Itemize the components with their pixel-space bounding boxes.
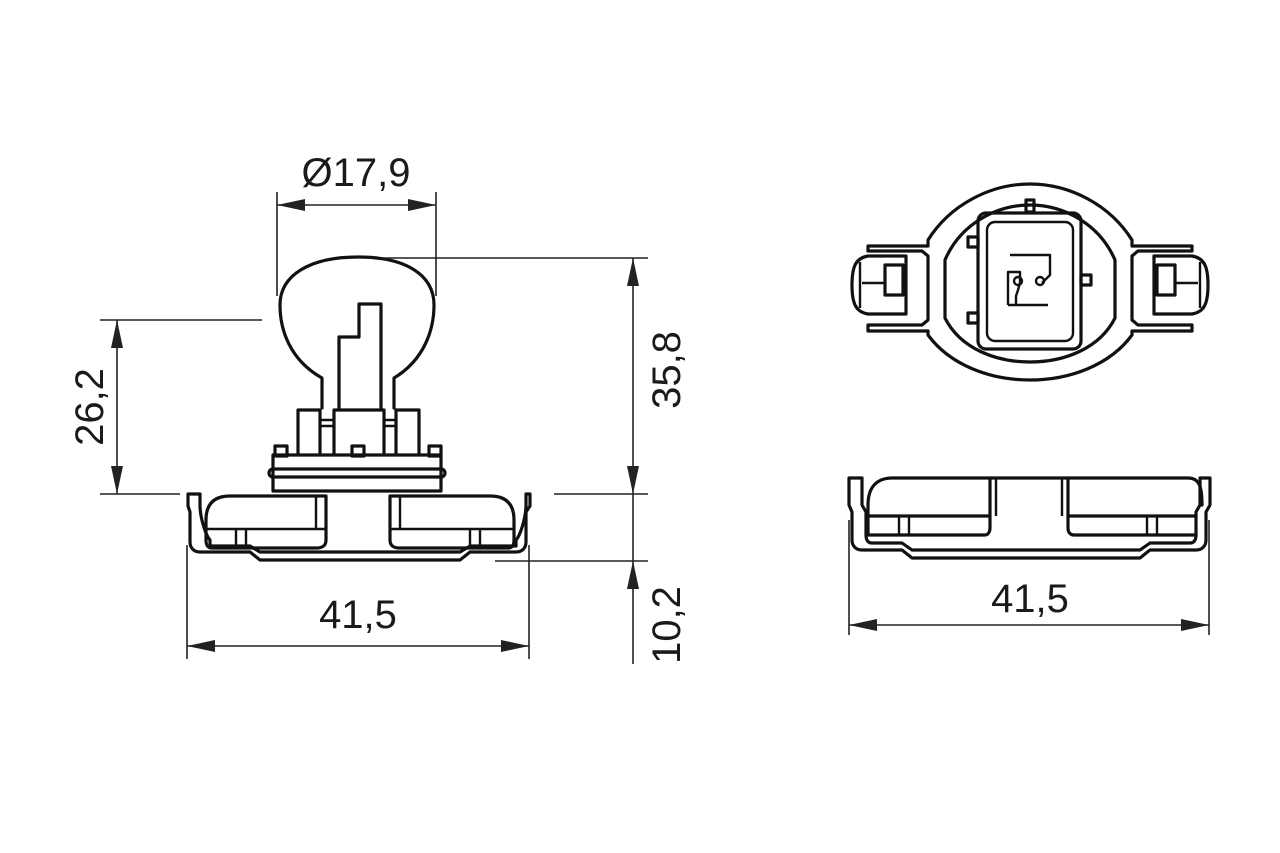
- dim-base-width-front: 41,5: [848, 520, 1210, 635]
- flange-ring: [267, 467, 447, 479]
- connector-left-slot: [883, 263, 905, 297]
- bulb-glass: [278, 255, 436, 410]
- dim-base-height: 10,2: [495, 494, 689, 664]
- connector-right-slot: [1155, 263, 1177, 297]
- label-base-width-front: 41,5: [991, 577, 1069, 621]
- flange: [271, 453, 443, 493]
- socket-inner: [985, 220, 1075, 343]
- front-base-top: [866, 476, 1204, 537]
- base-contact-right: [388, 494, 516, 550]
- dim-overall-height: 35,8: [382, 257, 689, 495]
- key-top: [1024, 198, 1036, 214]
- neck-center: [332, 408, 386, 456]
- top-inner-rim: [943, 203, 1117, 364]
- key-left-bottom: [966, 311, 980, 325]
- front-contact-left: [866, 476, 992, 537]
- base-contact-left: [204, 494, 328, 550]
- neck-block-right: [394, 408, 421, 456]
- base-housing: [186, 492, 532, 562]
- connector-right: [1152, 254, 1210, 316]
- top-outer-rim: [866, 182, 1194, 382]
- key-right: [1079, 273, 1093, 287]
- label-focal-height: 26,2: [68, 368, 112, 446]
- socket-outer: [976, 211, 1083, 351]
- front-base-housing: [847, 476, 1212, 560]
- side-view-bulb: [186, 255, 532, 562]
- label-overall-height: 35,8: [645, 331, 689, 409]
- neck-block-left: [296, 408, 322, 456]
- label-base-height: 10,2: [645, 586, 689, 664]
- dim-focal-height: 26,2: [68, 319, 262, 495]
- filament-holder: [337, 302, 383, 410]
- connector-left: [850, 254, 908, 316]
- front-base-view: [847, 476, 1212, 560]
- dim-bulb-diameter: Ø17,9: [276, 151, 437, 296]
- dim-base-width-side: 41,5: [186, 545, 530, 659]
- key-left-top: [966, 235, 980, 249]
- label-bulb-diameter: Ø17,9: [302, 151, 411, 195]
- label-base-width-side: 41,5: [319, 593, 397, 637]
- front-contact-right: [1066, 476, 1198, 537]
- top-view: [850, 182, 1210, 382]
- filament-contact-symbol: [1006, 253, 1052, 307]
